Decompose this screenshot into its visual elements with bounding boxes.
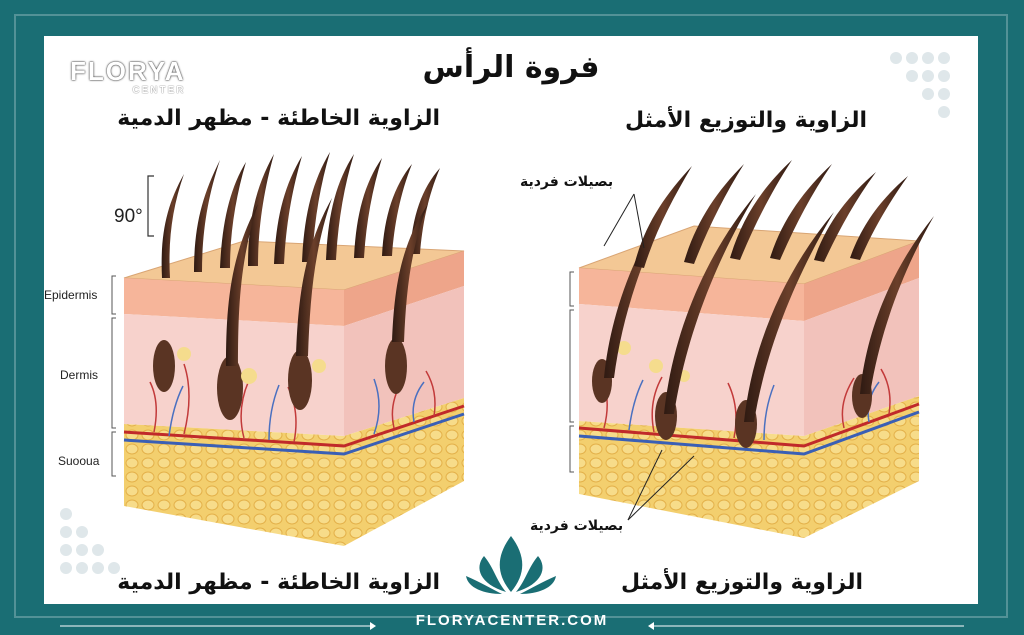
callout-bottom-label: بصيلات فردية — [530, 518, 624, 534]
left-hairs — [161, 152, 440, 366]
right-hairs — [604, 160, 934, 422]
layer-label-epidermis: Epidermis — [44, 288, 98, 302]
page-title: فروة الرأس — [422, 50, 600, 85]
right-layer-brackets — [569, 271, 574, 473]
footer-bar: FLORYACENTER.COM — [0, 604, 1024, 635]
logo-sub: CENTER — [132, 85, 186, 96]
callout-top-label: بصيلات فردية — [520, 174, 614, 190]
left-heading-top: الزاوية الخاطئة - مظهر الدمية — [117, 106, 440, 131]
florya-logo: FLORYA CENTER — [70, 58, 186, 96]
footer-decor — [60, 622, 964, 630]
content-panel: فروة الرأس FLORYA CENTER الزاوية الخاطئة… — [44, 36, 978, 604]
layer-label-subcutis: Suooua — [58, 454, 100, 468]
layer-label-dermis: Dermis — [60, 368, 98, 382]
footer-url[interactable]: FLORYACENTER.COM — [415, 612, 609, 629]
right-heading-top: الزاوية والتوزيع الأمثل — [625, 108, 867, 133]
angle-label: 90° — [114, 206, 143, 227]
angle-bracket — [147, 175, 154, 237]
left-layer-brackets — [111, 275, 116, 477]
decorative-dots-bottom-left — [60, 508, 120, 574]
callout-lines — [603, 193, 695, 521]
scalp-illustration — [60, 52, 950, 574]
right-heading-bottom: الزاوية والتوزيع الأمثل — [621, 570, 863, 595]
left-heading-bottom: الزاوية الخاطئة - مظهر الدمية — [117, 570, 440, 595]
frame-border — [14, 14, 1008, 618]
logo-name: FLORYA — [70, 56, 186, 86]
decorative-dots-top-right — [890, 52, 950, 118]
left-skin-block — [123, 240, 465, 546]
